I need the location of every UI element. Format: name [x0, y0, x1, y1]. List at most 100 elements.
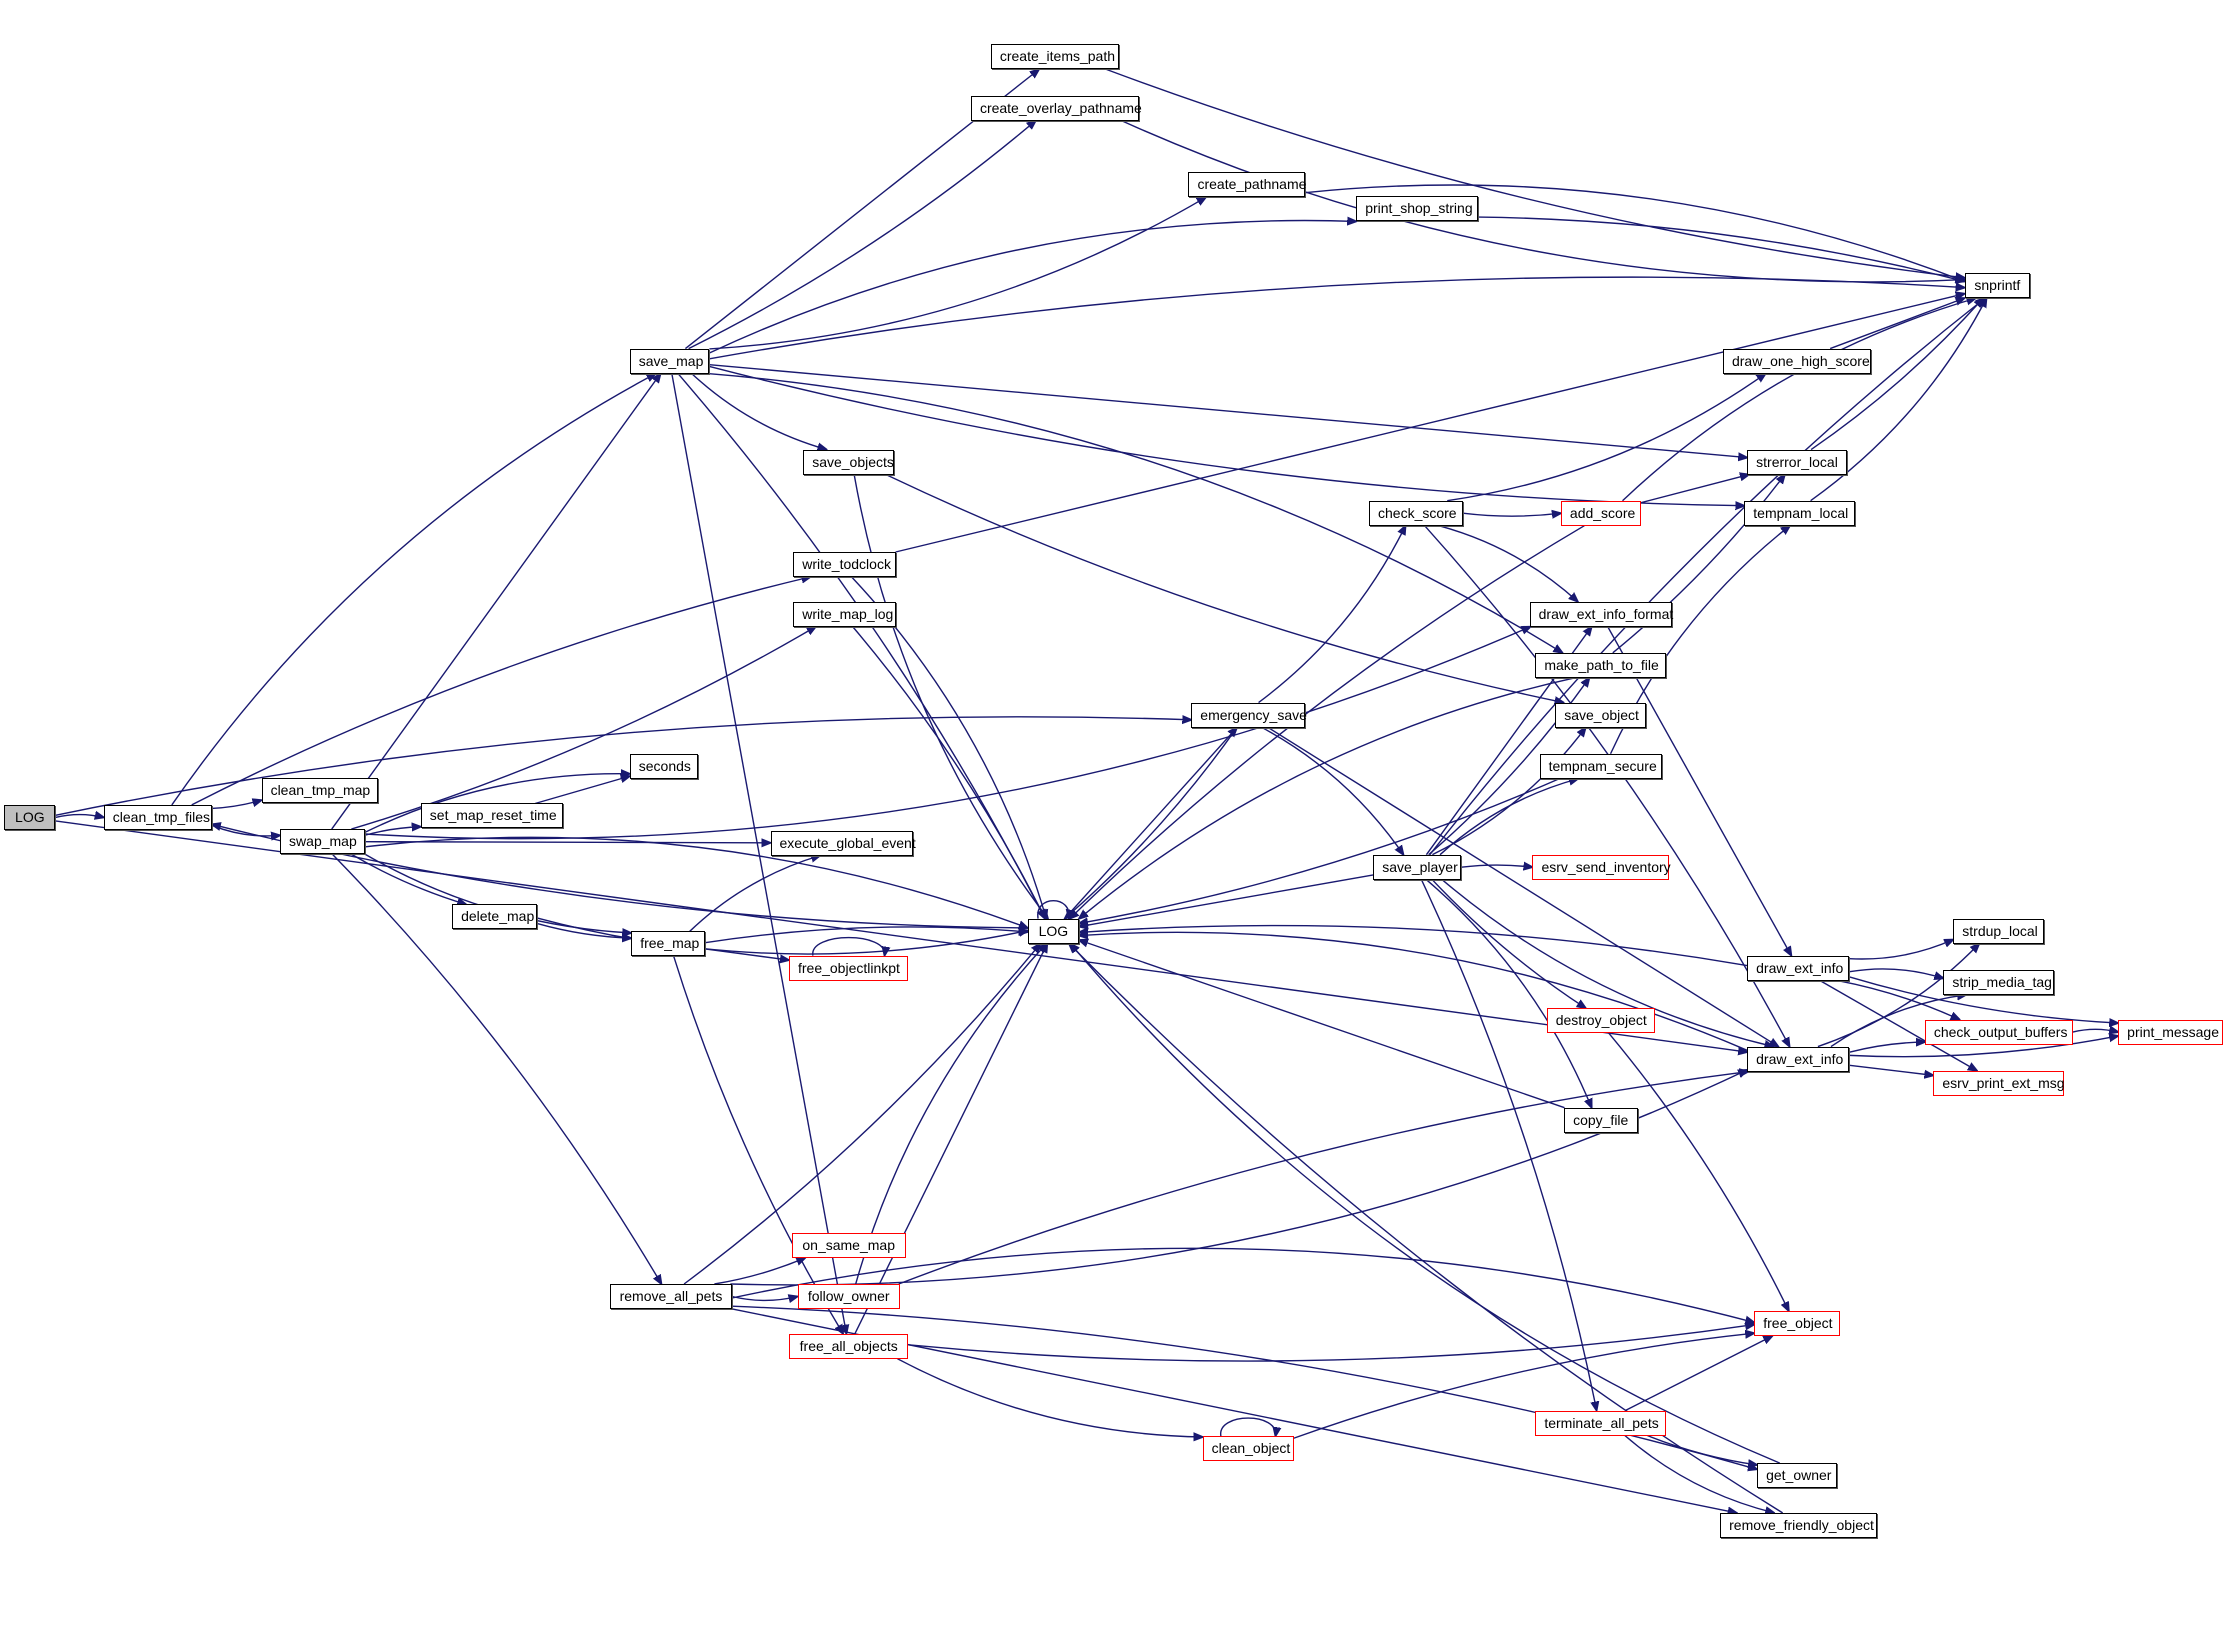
edge-save-map-to-print-shop-string	[709, 221, 1356, 354]
edge-free-all-objects-to-LOG	[854, 944, 1047, 1335]
edge-delete-map-to-free-map	[537, 922, 631, 939]
node-print-message[interactable]: print_message	[2118, 1019, 2224, 1045]
edge-save-player-to-make-path-to-file	[1428, 678, 1590, 856]
edge-set-map-reset-time-to-seconds	[534, 776, 630, 805]
node-LOG[interactable]: LOG	[1027, 918, 1079, 944]
edge-swap-map-to-write-map-log	[351, 627, 815, 830]
node-delete-map[interactable]: delete_map	[452, 904, 538, 930]
edge-swap-map-to-remove-all-pets	[331, 853, 661, 1284]
edge-LOG-to-emergency-save	[1064, 728, 1237, 920]
node-execute-global-event[interactable]: execute_global_event	[770, 830, 916, 856]
node-free-objectlinkpt[interactable]: free_objectlinkpt	[788, 955, 909, 981]
edge-free-map-to-execute-global-event	[689, 856, 820, 932]
edge-check-score-to-add-score	[1462, 513, 1561, 516]
edge-add-score-to-strerror-local	[1640, 475, 1749, 504]
node-remove-friendly-object[interactable]: remove_friendly_object	[1720, 1512, 1877, 1538]
node-create-items-path[interactable]: create_items_path	[990, 44, 1119, 70]
node-write-todclock[interactable]: write_todclock	[793, 551, 896, 577]
node-seconds[interactable]: seconds	[629, 753, 698, 779]
edge-add-score-to-LOG	[1070, 525, 1585, 919]
node-free-object[interactable]: free_object	[1754, 1311, 1840, 1336]
node-on-same-map[interactable]: on_same_map	[791, 1232, 906, 1258]
node-draw-ext-info-format[interactable]: draw_ext_info_format	[1529, 601, 1673, 627]
edge-draw-one-high-score-to-snprintf	[1829, 298, 1964, 350]
edge-swap-map-to-save-map	[331, 374, 661, 830]
node-set-map-reset-time[interactable]: set_map_reset_time	[420, 803, 563, 829]
edge-LOG-root-to-emergency-save	[55, 717, 1191, 816]
node-snprintf[interactable]: snprintf	[1964, 273, 2031, 299]
node-check-output-buffers[interactable]: check_output_buffers	[1924, 1019, 2073, 1045]
edge-create-overlay-pathname-to-snprintf	[1120, 119, 1965, 282]
edge-emergency-save-to-LOG	[1065, 727, 1238, 919]
node-get-owner[interactable]: get_owner	[1757, 1463, 1837, 1489]
node-draw-ext-info-2[interactable]: draw_ext_info	[1747, 1046, 1850, 1072]
edge-add-score-to-snprintf	[1622, 298, 1976, 502]
edge-copy-file-to-LOG	[1079, 940, 1565, 1109]
node-terminate-all-pets[interactable]: terminate_all_pets	[1535, 1410, 1667, 1436]
edge-save-player-to-esrv-send-inventory	[1461, 865, 1532, 867]
edge-save-objects-to-LOG	[853, 474, 1048, 919]
edge-free-all-objects-to-free-object	[908, 1325, 1754, 1362]
edge-clean-tmp-files-to-save-map	[171, 374, 656, 806]
edge-save-map-to-create-overlay-pathname	[688, 121, 1036, 350]
edge-free-all-objects-to-clean-object	[897, 1358, 1202, 1437]
node-draw-one-high-score[interactable]: draw_one_high_score	[1722, 348, 1871, 374]
node-check-score[interactable]: check_score	[1369, 500, 1463, 526]
node-save-map[interactable]: save_map	[629, 348, 710, 374]
node-add-score[interactable]: add_score	[1560, 500, 1641, 526]
edge-draw-ext-info-1-to-esrv-print-ext-msg	[1819, 980, 1977, 1071]
edge-remove-all-pets-to-on-same-map	[714, 1258, 805, 1285]
node-clean-tmp-map[interactable]: clean_tmp_map	[261, 777, 379, 803]
edge-swap-map-to-seconds	[365, 774, 629, 833]
node-clean-object[interactable]: clean_object	[1202, 1436, 1294, 1462]
edge-destroy-object-to-free-object	[1608, 1032, 1789, 1311]
node-esrv-send-inventory[interactable]: esrv_send_inventory	[1532, 854, 1671, 880]
edge-save-objects-to-save-object	[885, 473, 1564, 703]
node-create-overlay-pathname[interactable]: create_overlay_pathname	[970, 95, 1142, 121]
node-emergency-save[interactable]: emergency_save	[1191, 702, 1307, 728]
node-strerror-local[interactable]: strerror_local	[1747, 449, 1847, 475]
edge-save-player-to-terminate-all-pets	[1420, 879, 1596, 1411]
edge-save-player-to-copy-file	[1425, 879, 1591, 1108]
edge-save-map-to-create-pathname	[709, 197, 1205, 350]
edge-remove-all-pets-to-follow-owner	[731, 1296, 797, 1300]
node-copy-file[interactable]: copy_file	[1563, 1107, 1638, 1133]
edge-emergency-save-to-check-score	[1258, 526, 1406, 704]
node-make-path-to-file[interactable]: make_path_to_file	[1535, 652, 1667, 678]
edge-tempnam-local-to-snprintf	[1810, 298, 1987, 502]
edge-free-objectlinkpt-to-free-objectlinkpt	[812, 936, 885, 956]
edge-draw-ext-info-1-to-print-message	[1849, 976, 2119, 1023]
edge-save-map-to-make-path-to-file	[707, 372, 1563, 653]
node-destroy-object[interactable]: destroy_object	[1546, 1008, 1655, 1034]
node-save-object[interactable]: save_object	[1555, 702, 1647, 728]
node-free-all-objects[interactable]: free_all_objects	[788, 1333, 909, 1359]
edge-write-todclock-to-snprintf	[895, 294, 1965, 553]
edge-draw-ext-info-1-to-LOG	[1079, 924, 1748, 967]
node-strip-media-tag[interactable]: strip_media_tag	[1943, 969, 2055, 995]
node-draw-ext-info-1[interactable]: draw_ext_info	[1747, 955, 1850, 981]
edge-follow-owner-to-draw-ext-info-2	[898, 1072, 1749, 1285]
node-swap-map[interactable]: swap_map	[280, 829, 366, 855]
edge-check-output-buffers-to-print-message	[2072, 1029, 2118, 1032]
edge-draw-ext-info-1-to-strip-media-tag	[1849, 968, 1944, 978]
edge-get-owner-to-LOG	[1070, 944, 1781, 1464]
node-free-map[interactable]: free_map	[631, 931, 706, 957]
node-LOG-root[interactable]: LOG	[4, 804, 56, 830]
node-write-map-log[interactable]: write_map_log	[793, 601, 896, 627]
node-create-pathname[interactable]: create_pathname	[1188, 172, 1306, 198]
edge-save-player-to-destroy-object	[1431, 879, 1586, 1009]
node-tempnam-secure[interactable]: tempnam_secure	[1539, 753, 1662, 779]
edge-save-player-to-tempnam-secure	[1439, 779, 1578, 856]
node-save-player[interactable]: save_player	[1373, 854, 1462, 880]
node-clean-tmp-files[interactable]: clean_tmp_files	[103, 804, 212, 830]
node-esrv-print-ext-msg[interactable]: esrv_print_ext_msg	[1933, 1070, 2065, 1096]
node-strdup-local[interactable]: strdup_local	[1953, 918, 2045, 944]
edge-clean-object-to-free-object	[1293, 1333, 1755, 1439]
node-save-objects[interactable]: save_objects	[803, 449, 895, 475]
edge-remove-all-pets-to-LOG	[683, 944, 1040, 1285]
edge-save-map-to-free-all-objects	[671, 373, 847, 1334]
node-tempnam-local[interactable]: tempnam_local	[1744, 500, 1856, 526]
node-follow-owner[interactable]: follow_owner	[797, 1283, 900, 1309]
node-print-shop-string[interactable]: print_shop_string	[1356, 196, 1479, 222]
node-remove-all-pets[interactable]: remove_all_pets	[609, 1283, 733, 1309]
